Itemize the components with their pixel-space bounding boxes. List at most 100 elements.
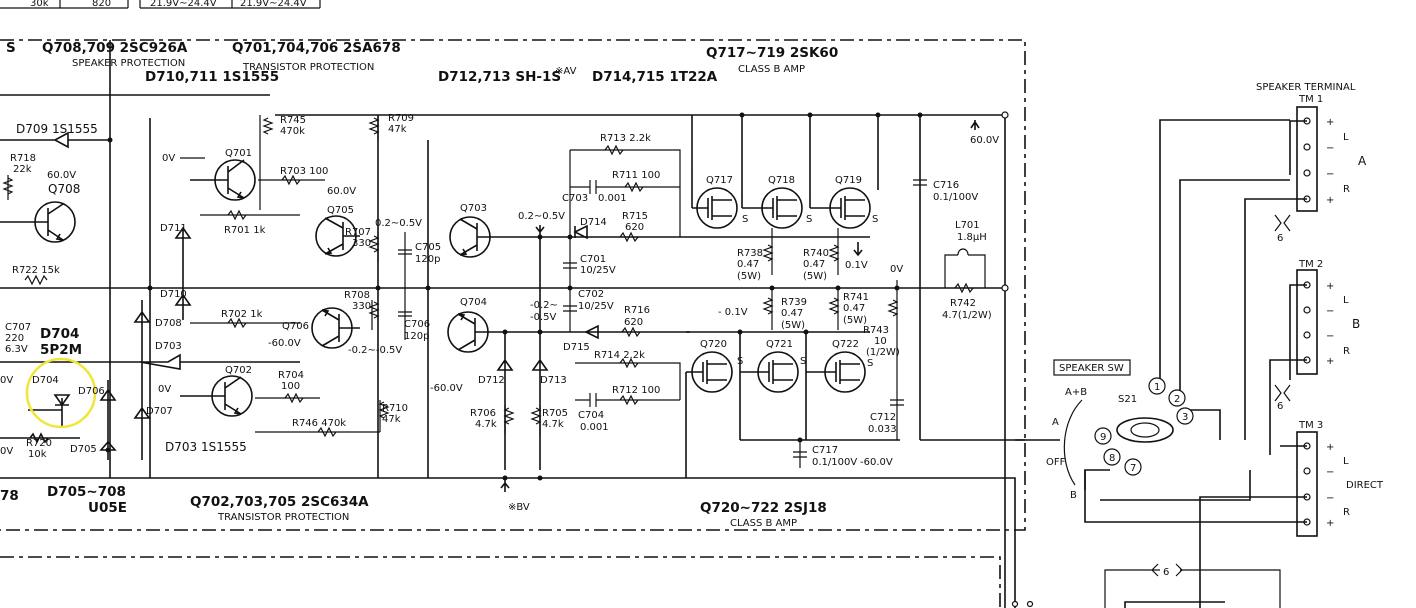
middle-components: 0.2∼0.5V D714 R715 620 R713 2.2k R711 10… [470,133,681,513]
c701-name: C701 [580,254,606,265]
q718-s-terminal: S [806,214,812,225]
r711-label: R711 100 [612,170,660,181]
speaker-switch: SPEAKER SW S21 A+B A OFF B 1 2 3 7 8 9 [1046,119,1290,501]
c705-name: C705 [415,242,441,253]
r742-value: 4.7(1/2W) [942,310,992,321]
av-mark: ※AV [555,66,577,77]
r738-power: (5W) [737,271,761,282]
tm3-l: L [1343,456,1349,467]
c703-name: C703 [562,193,588,204]
class-b-amp-top-label: CLASS B AMP [738,64,805,75]
q705-label: Q705 [327,205,354,216]
pos-b-label: B [1070,490,1077,501]
q703-label: Q703 [460,203,487,214]
d709-label: D709 1S1555 [16,122,98,136]
s-label: S [6,40,16,56]
pin-2: 2 [1174,394,1180,405]
q708-label: Q708 [48,182,80,196]
q717-label: Q717 [706,175,733,186]
q719-label: Q719 [835,175,862,186]
r710-name: R710 [382,403,408,414]
d703-bottom-label: D703 1S1555 [165,440,247,454]
r712-label: R712 100 [612,385,660,396]
junction-dots [107,112,923,481]
r709-value: 47k [388,124,407,135]
c716-value: 0.1/100V [933,192,978,203]
left-section: D709 1S1555 R718 22k 60.0V Q708 R722 15k… [0,122,140,516]
tm1-label: TM 1 [1298,94,1323,105]
c712-value: 0.033 [868,424,897,435]
d712-label: D712 [478,375,505,386]
d705-708-label: D705∼708 [47,484,126,500]
q719-s-terminal: S [872,214,878,225]
pos-a-label: A [1052,417,1059,428]
r710-value: 47k [382,414,401,425]
v-02-05-a: 0.2∼0.5V [375,218,422,229]
r741-value: 0.47 [843,303,865,314]
d705-label: D705 [70,444,97,455]
d707-label: D707 [146,406,173,417]
r741-name: R741 [843,292,869,303]
r740-value: 0.47 [803,259,825,270]
v-neg02-05-c: -0.5V [530,312,557,323]
r715-name: R715 [622,211,648,222]
r720-value: 10k [28,449,47,460]
output-network: C716 0.1/100V 60.0V L701 1.8μH R742 4.7(… [913,111,1009,321]
r713-label: R713 2.2k [600,133,651,144]
d704-big-label: D704 [40,326,79,342]
r722-label: R722 15k [12,265,60,276]
r702-label: R702 1k [221,309,263,320]
class-b-amp-bottom-label: CLASS B AMP [730,518,797,529]
v-60-q705: 60.0V [327,186,356,197]
r743-name: R743 [863,325,889,336]
v-neg60-q704: -60.0V [430,383,463,394]
r746-label: R746 470k [292,418,346,429]
q720-label: Q720 [700,339,727,350]
r716-name: R716 [624,305,650,316]
q720-722-label: Q720∼722 2SJ18 [700,500,827,516]
c706-value: 120p [404,331,429,342]
l701-name: L701 [955,220,980,231]
r738-name: R738 [737,248,763,259]
d714-715-label: D714,715 1T22A [592,69,718,85]
tm3-plus-1: + [1326,442,1334,453]
pin-9: 9 [1100,432,1106,443]
wire6-a: 6 [1277,233,1283,244]
c706-name: C706 [404,319,430,330]
pin-1: 1 [1154,382,1160,393]
r716-value: 620 [624,317,643,328]
c703-value: 0.001 [598,193,627,204]
v-neg01: - 0.1V [718,307,748,318]
r741-power: (5W) [843,315,867,326]
transistor-protection-top-label: TRANSISTOR PROTECTION [242,62,374,73]
v-01: 0.1V [845,260,868,271]
output-fets-bottom: - 0.1V R739 0.47 (5W) R741 0.47 (5W) Q72… [685,264,904,478]
r704-value: 100 [281,381,300,392]
tm2-plus-1: + [1326,281,1334,292]
r706-name: R706 [470,408,496,419]
tm2-r: R [1343,346,1350,357]
r739-value: 0.47 [781,308,803,319]
q708-709-label: Q708,709 2SC926A [42,40,188,56]
tm2-minus-2: − [1326,331,1334,342]
c705-value: 120p [415,254,440,265]
transistor-protection-bottom-label: TRANSISTOR PROTECTION [217,512,349,523]
block-border [0,39,1026,608]
c707-voltage: 6.3V [5,344,28,355]
u05e-label: U05E [88,500,127,516]
d707-d708-d703-group: D708 D707 D703 D711 D710 [133,223,300,460]
c707-value: 220 [5,333,24,344]
r745-value: 470k [280,126,305,137]
l701-value: 1.8μH [957,232,987,243]
tm1-r: R [1343,184,1350,195]
wire6-b: 6 [1277,401,1283,412]
r703-label: R703 100 [280,166,328,177]
top-value-30k: 30k [30,0,49,9]
tm3-r: R [1343,507,1350,518]
q718-label: Q718 [768,175,795,186]
r740-name: R740 [803,248,829,259]
v-neg60-q706: -60.0V [268,338,301,349]
pin-7: 7 [1130,463,1136,474]
pos-ab-label: A+B [1065,387,1087,398]
s21-label: S21 [1118,394,1137,405]
